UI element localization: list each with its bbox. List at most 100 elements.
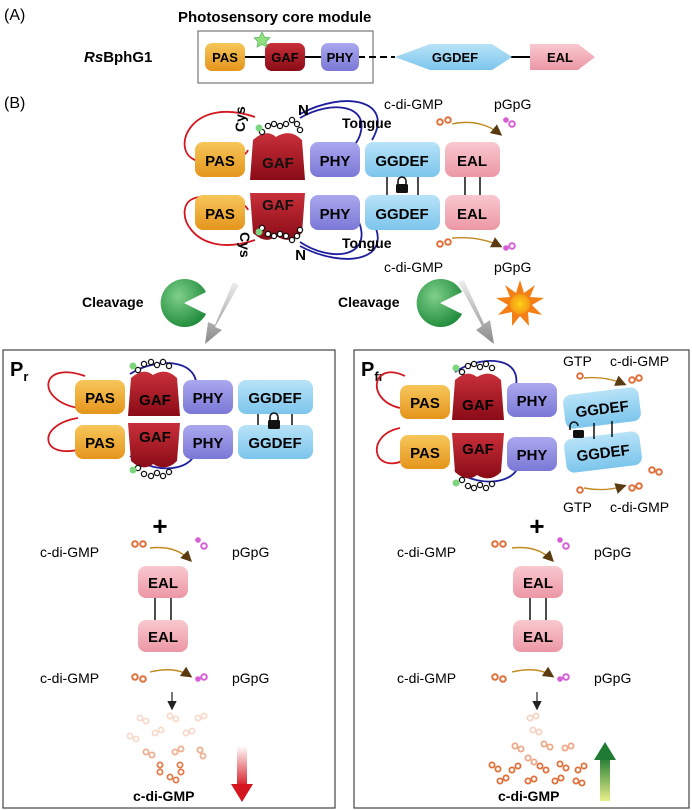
- ggdef-domain-pfr2: GGDEF: [564, 431, 642, 473]
- phy-domain-b1: PHY: [310, 142, 360, 177]
- svg-text:PAS: PAS: [85, 390, 115, 407]
- substrate-label-bottom: c-di-GMP: [384, 259, 443, 275]
- pr-result-label: c-di-GMP: [133, 788, 194, 804]
- chromophore-star-icon: [253, 31, 271, 48]
- gaf-domain-b1: GAF: [250, 133, 305, 180]
- svg-text:EAL: EAL: [523, 629, 553, 646]
- gaf-domain-pfr1: GAF: [452, 373, 504, 420]
- eal-domain-pr-bottom: EAL: [138, 620, 188, 652]
- cdigmp-icon: [436, 238, 452, 248]
- svg-text:GGDEF: GGDEF: [576, 442, 631, 465]
- decrease-arrow-icon: [231, 746, 253, 802]
- lock-open-icon: [569, 421, 584, 438]
- pas-domain-a: PAS: [205, 43, 245, 71]
- pgpg-icon: [195, 673, 208, 682]
- svg-text:PHY: PHY: [320, 153, 351, 170]
- cys-bead-bottom: [255, 228, 263, 236]
- pr-panel-box: [2, 349, 336, 809]
- chromophore-pr: [134, 358, 173, 480]
- gaf-domain-a: GAF: [265, 43, 305, 71]
- ggdef-domain-b1: GGDEF: [365, 142, 440, 177]
- cys-label-bottom: Cys: [237, 232, 253, 258]
- svg-text:PAS: PAS: [205, 153, 235, 170]
- svg-text:GAF: GAF: [262, 155, 294, 172]
- cdigmp-icon: [491, 540, 507, 548]
- gtp-label-top: GTP: [563, 353, 592, 369]
- cdigmp-icon: [491, 673, 507, 683]
- cdigmp-icon: [131, 540, 147, 548]
- pfr-cdigmp-label-bottom: c-di-GMP: [610, 499, 669, 515]
- pgpg-icon: [503, 242, 516, 251]
- ggdef-domain-a: GGDEF: [395, 44, 512, 70]
- gtp-icon: [576, 372, 584, 380]
- phy-domain-a: PHY: [321, 43, 359, 71]
- svg-text:GGDEF: GGDEF: [248, 435, 301, 452]
- cdigmp-icon: [648, 466, 663, 476]
- eal-domain-pfr-bottom: EAL: [513, 620, 563, 652]
- pfr-state-label: Pfr: [361, 359, 384, 384]
- pr-state-label: Pr: [10, 359, 28, 384]
- protease-icon-right: [416, 279, 462, 327]
- svg-text:PHY: PHY: [193, 435, 224, 452]
- chromophore-top: [258, 116, 304, 136]
- svg-text:GAF: GAF: [139, 392, 171, 409]
- pas-domain-b1: PAS: [195, 142, 245, 177]
- svg-text:PAS: PAS: [85, 435, 115, 452]
- tongue-label-bottom: Tongue: [342, 235, 392, 251]
- pfr-panel-box: [353, 349, 690, 809]
- chromophore-bottom: [258, 224, 304, 244]
- eal-domain-pr-top: EAL: [138, 566, 188, 598]
- protease-icon-left: [160, 279, 206, 327]
- pr-product-bottom: pGpG: [232, 670, 269, 686]
- svg-text:EAL: EAL: [457, 206, 487, 223]
- svg-text:GAF: GAF: [139, 429, 171, 446]
- svg-text:GGDEF: GGDEF: [375, 153, 428, 170]
- svg-text:GGDEF: GGDEF: [375, 206, 428, 223]
- svg-text:PHY: PHY: [517, 447, 548, 464]
- svg-text:PHY: PHY: [327, 50, 354, 65]
- cdigmp-icon: [131, 673, 147, 683]
- svg-text:PHY: PHY: [193, 390, 224, 407]
- pfr-substrate-top: c-di-GMP: [397, 544, 456, 560]
- cdigmp-pool-pfr: [488, 712, 588, 787]
- lock-closed-icon: [268, 412, 280, 429]
- eal-domain-pfr-top: EAL: [513, 566, 563, 598]
- plus-sign-pr: +: [152, 511, 167, 541]
- svg-text:GAF: GAF: [262, 197, 294, 214]
- lock-closed-icon: [396, 176, 408, 193]
- module-title: Photosensory core module: [178, 9, 371, 26]
- svg-text:PAS: PAS: [205, 206, 235, 223]
- eal-domain-b1: EAL: [445, 142, 500, 177]
- eal-domain-b2: EAL: [445, 195, 500, 230]
- protein-name: RsBphG1: [84, 49, 152, 66]
- cleavage-label-left: Cleavage: [82, 294, 144, 310]
- gaf-domain-pr2: GAF: [128, 423, 180, 468]
- svg-text:GGDEF: GGDEF: [575, 398, 630, 421]
- svg-text:EAL: EAL: [523, 575, 553, 592]
- pr-substrate-top: c-di-GMP: [40, 544, 99, 560]
- cdigmp-icon: [628, 374, 643, 384]
- panel-b-letter: (B): [4, 95, 25, 112]
- pfr-substrate-bottom: c-di-GMP: [397, 670, 456, 686]
- svg-text:EAL: EAL: [457, 153, 487, 170]
- pfr-product-top: pGpG: [594, 544, 631, 560]
- tongue-label-top: Tongue: [342, 115, 392, 131]
- pas-domain-pr2: PAS: [75, 425, 125, 459]
- pas-domain-pr1: PAS: [75, 380, 125, 414]
- pgpg-icon: [557, 537, 570, 550]
- svg-text:PHY: PHY: [517, 393, 548, 410]
- ggdef-domain-pfr1: GGDEF: [563, 387, 641, 429]
- pas-domain-b2: PAS: [195, 195, 245, 230]
- pr-product-top: pGpG: [232, 544, 269, 560]
- gaf-domain-pfr2: GAF: [452, 433, 504, 479]
- svg-text:GGDEF: GGDEF: [432, 50, 478, 65]
- svg-text:GGDEF: GGDEF: [248, 390, 301, 407]
- panel-a-letter: (A): [4, 7, 25, 24]
- phy-domain-pfr1: PHY: [507, 383, 557, 417]
- svg-text:PAS: PAS: [410, 445, 440, 462]
- ggdef-domain-b2: GGDEF: [365, 195, 440, 230]
- gaf-domain-pr1: GAF: [128, 371, 180, 416]
- chromophore-pfr: [458, 360, 496, 492]
- ggdef-domain-pr1: GGDEF: [238, 380, 313, 414]
